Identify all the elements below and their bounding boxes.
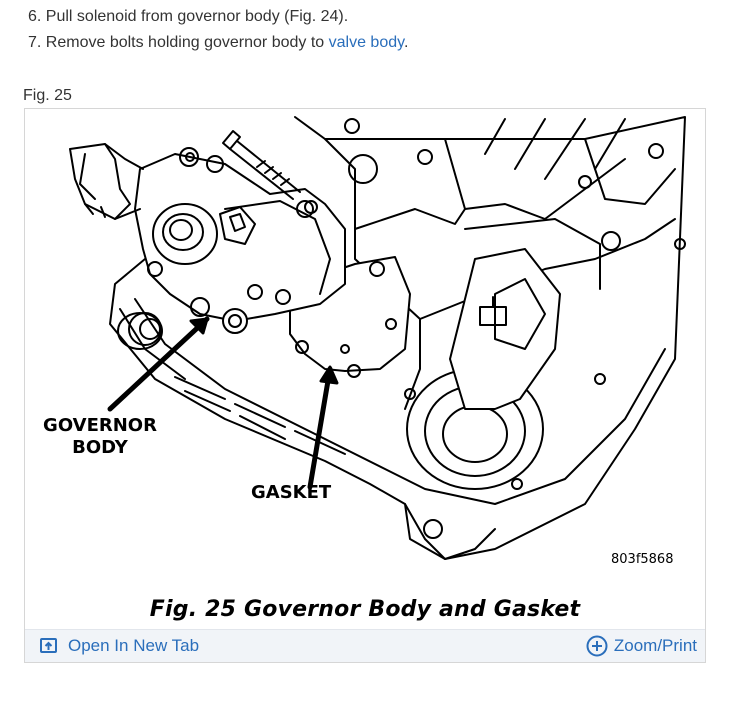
zoom-print-label: Zoom/Print [613, 636, 697, 655]
step-7: 7. Remove bolts holding governor body to… [28, 30, 408, 56]
open-in-new-tab-button[interactable]: Open In New Tab [39, 635, 199, 657]
step-6: 6. Pull solenoid from governor body (Fig… [28, 4, 408, 30]
zoom-print-button[interactable]: Zoom/Print [586, 635, 697, 657]
step-6-text: 6. Pull solenoid from governor body (Fig… [28, 8, 349, 25]
figure-container: GOVERNOR BODY GASKET 803f5868 Fig. 25 Go… [24, 108, 706, 663]
gasket-arrow [307, 366, 333, 490]
open-in-new-tab-label: Open In New Tab [68, 636, 200, 655]
governor-body-callout: GOVERNOR BODY [37, 415, 163, 459]
governor-arrow [107, 316, 210, 412]
governor-callout-line2: BODY [72, 437, 128, 458]
open-new-tab-icon [40, 638, 57, 653]
step-7-suffix: . [403, 34, 409, 51]
step-7-text: 7. Remove bolts holding governor body to [28, 34, 329, 51]
governor-callout-line1: GOVERNOR [43, 415, 157, 436]
figure-label: Fig. 25 [23, 87, 72, 104]
figure-caption: Fig. 25 Governor Body and Gasket [149, 597, 581, 622]
gasket-callout: GASKET [251, 482, 332, 503]
zoom-plus-icon [586, 635, 608, 657]
instruction-steps: 6. Pull solenoid from governor body (Fig… [28, 4, 408, 56]
governor-diagram-drawing [69, 116, 686, 560]
figure-image-code: 803f5868 [611, 552, 674, 567]
valve-body-link[interactable]: valve body [328, 34, 404, 51]
figure-toolbar: Open In New Tab Zoom/Print [25, 629, 705, 662]
